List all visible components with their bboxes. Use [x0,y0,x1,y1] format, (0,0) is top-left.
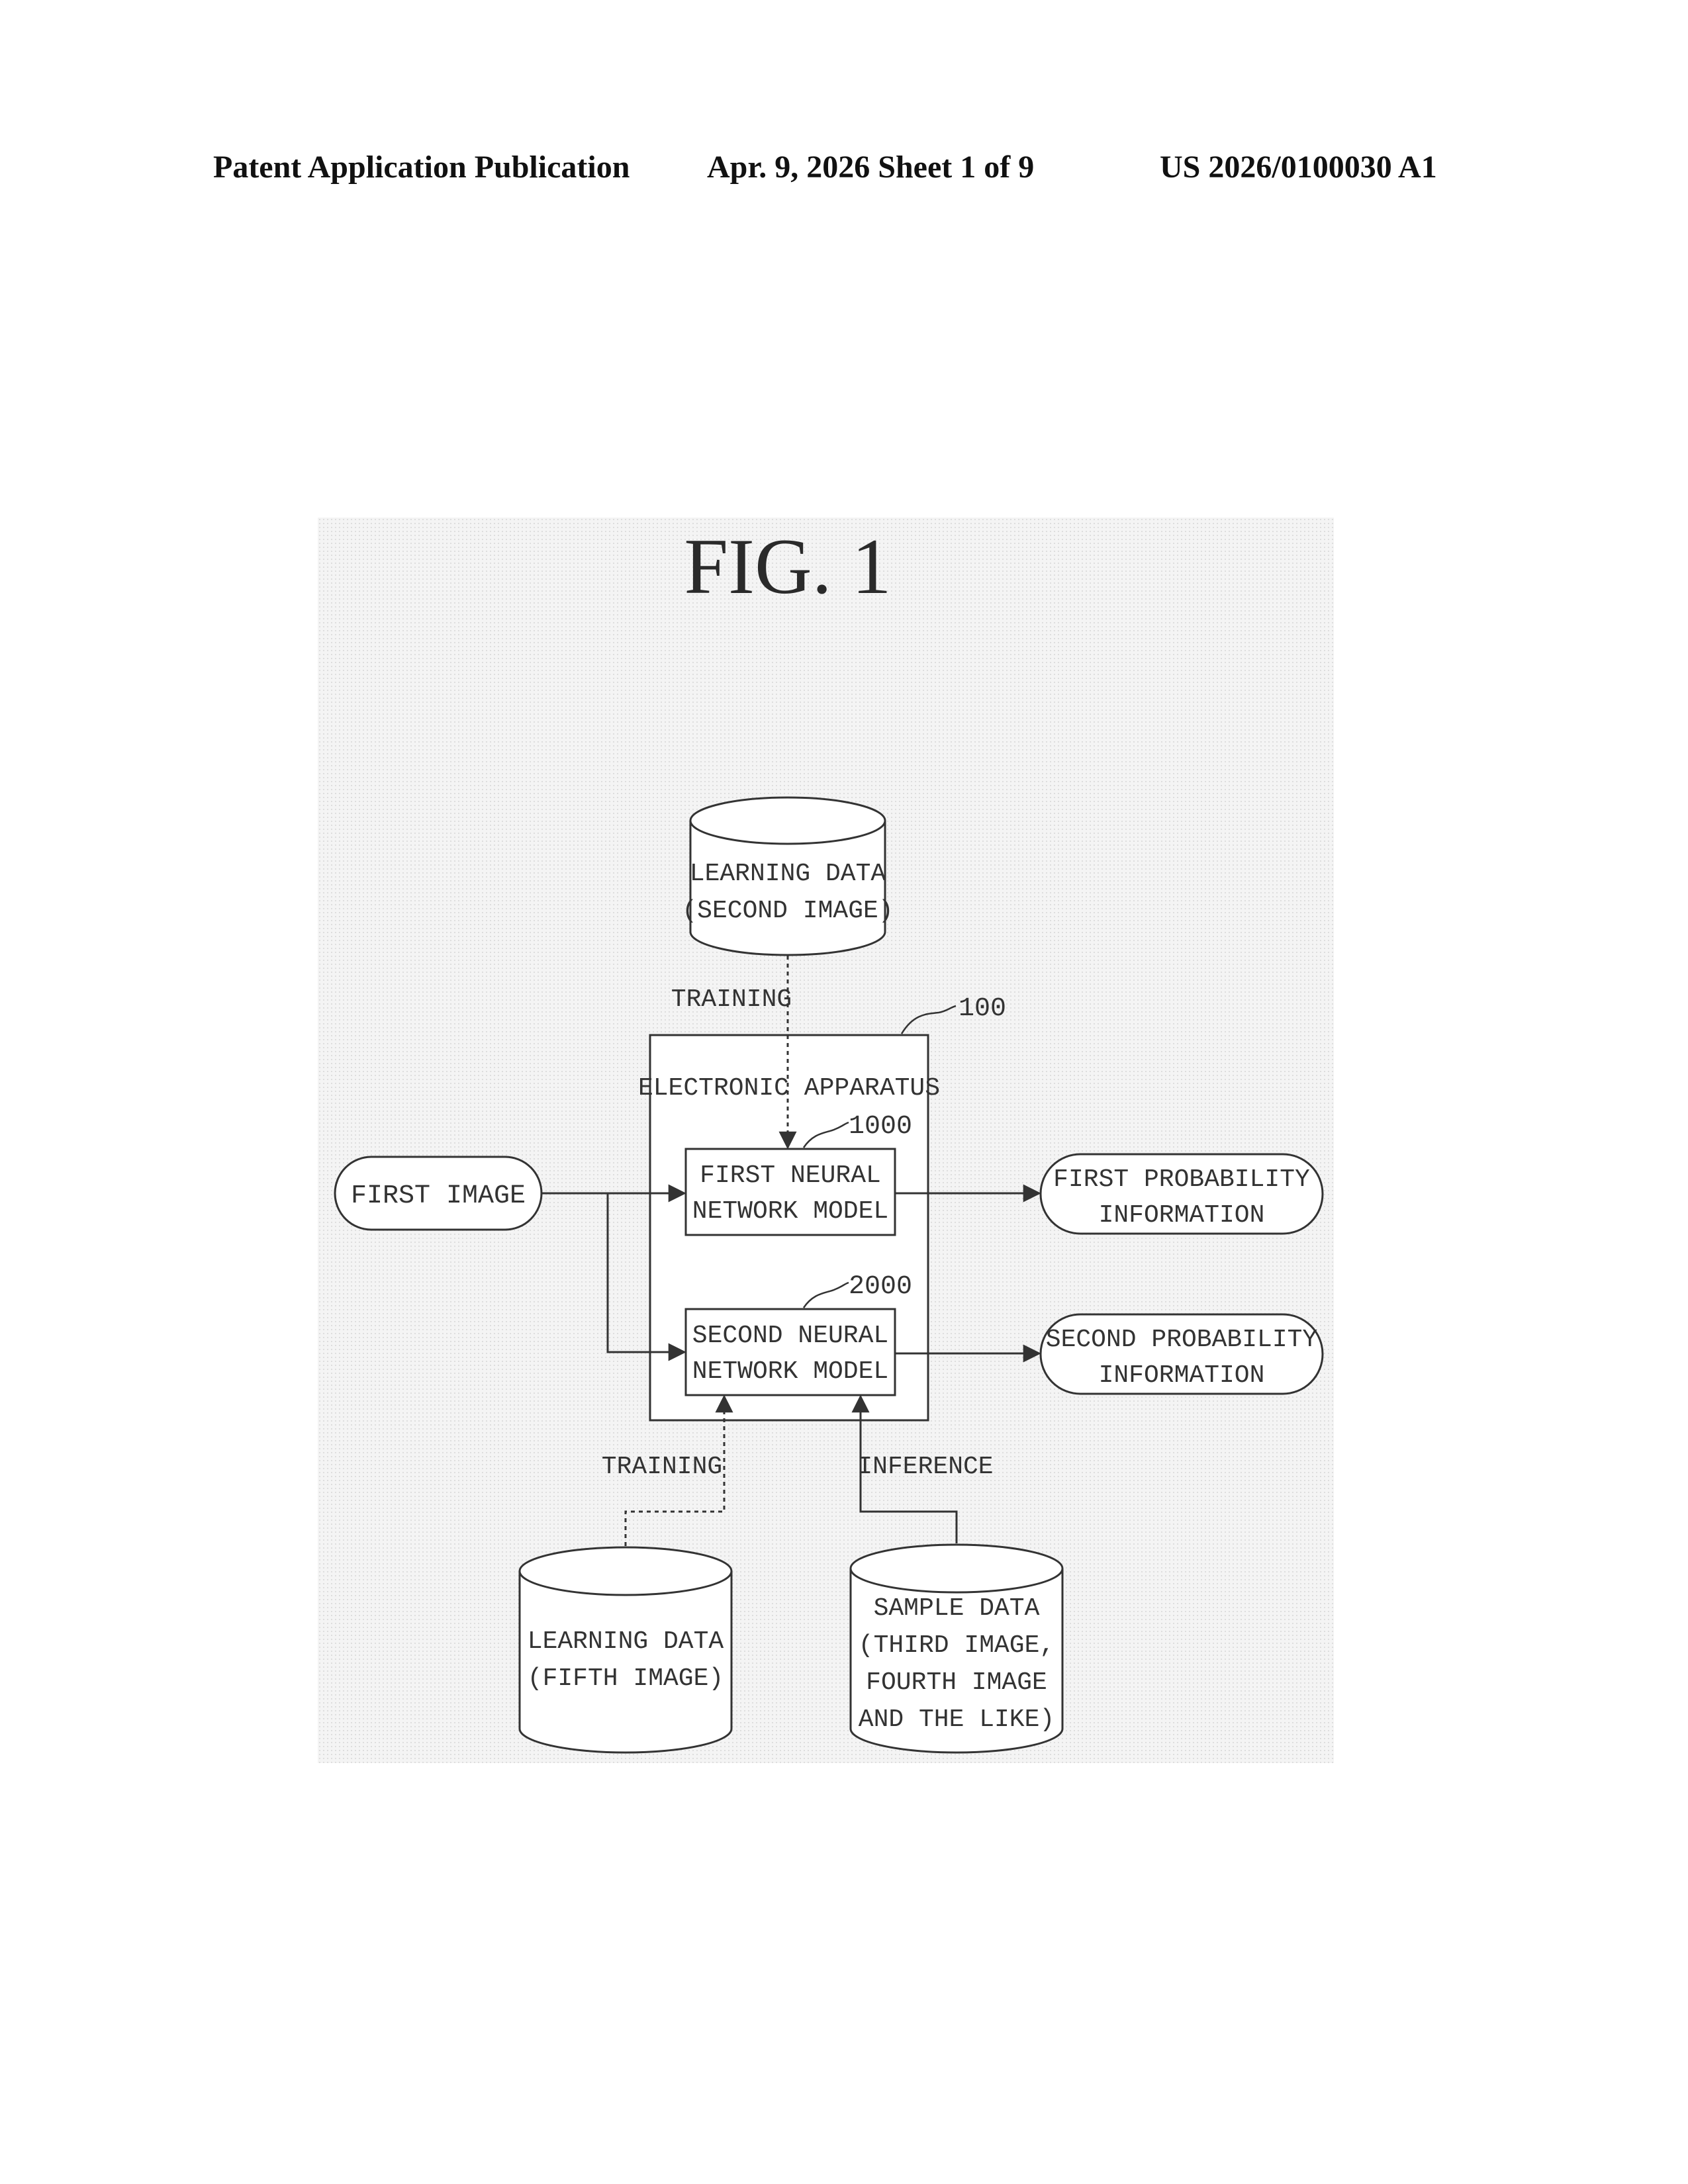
figure-title: FIG. 1 [684,522,891,610]
database-bottom-right-line-1: SAMPLE DATA [874,1594,1040,1623]
first-model-ref: 1000 [849,1112,912,1142]
apparatus-label: ELECTRONIC APPARATUS [638,1074,940,1103]
output-second-line-1: SECOND PROBABILITY [1046,1326,1318,1354]
database-top: LEARNING DATA (SECOND IMAGE) [682,797,893,955]
database-top-line-2: (SECOND IMAGE) [682,897,893,925]
second-model-line-1: SECOND NEURAL [692,1322,888,1350]
database-bottom-right-line-2: (THIRD IMAGE, [859,1631,1055,1660]
first-model-line-2: NETWORK MODEL [692,1197,888,1226]
database-bottom-right: SAMPLE DATA (THIRD IMAGE, FOURTH IMAGE A… [851,1545,1062,1752]
output-second-probability: SECOND PROBABILITY INFORMATION [1041,1314,1323,1394]
edge-inference-label: INFERENCE [857,1453,993,1481]
output-second-line-2: INFORMATION [1099,1361,1265,1390]
first-model-line-1: FIRST NEURAL [700,1161,881,1190]
second-model-ref: 2000 [849,1272,912,1302]
database-bottom-left-line-2: (FIFTH IMAGE) [528,1664,724,1693]
apparatus-ref: 100 [959,994,1006,1024]
database-bottom-left: LEARNING DATA (FIFTH IMAGE) [520,1547,731,1752]
output-first-probability: FIRST PROBABILITY INFORMATION [1041,1154,1323,1234]
database-bottom-left-line-1: LEARNING DATA [528,1627,724,1656]
apparatus-ref-leader [902,1006,956,1034]
database-bottom-right-line-3: FOURTH IMAGE [866,1668,1047,1697]
input-label: FIRST IMAGE [351,1181,526,1211]
input-first-image: FIRST IMAGE [335,1157,541,1230]
database-top-line-1: LEARNING DATA [690,860,886,888]
output-first-line-2: INFORMATION [1099,1201,1265,1230]
edge-bottom-training-label: TRAINING [602,1453,722,1481]
edge-top-training-label: TRAINING [671,985,792,1014]
second-model-line-2: NETWORK MODEL [692,1357,888,1386]
database-bottom-right-line-4: AND THE LIKE) [859,1706,1055,1734]
output-first-line-1: FIRST PROBABILITY [1053,1165,1310,1194]
